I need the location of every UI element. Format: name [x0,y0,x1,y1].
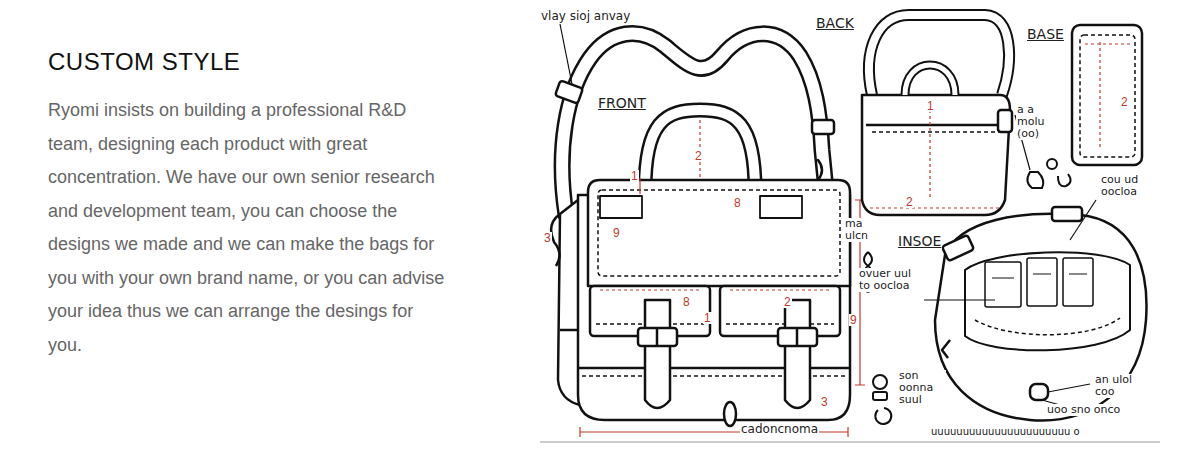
front-bag [657,328,797,346]
front-bag [645,110,755,190]
hardware-icon [1027,172,1043,188]
front-bag [560,329,578,332]
leader-line [1070,200,1096,240]
callout-number: 8 [682,296,691,308]
part-label: cadoncnoma [740,423,819,436]
inside-view [965,252,1130,350]
callout-number: 2 [694,150,703,162]
callout-number: 2 [1120,96,1129,108]
callout-number: 9 [849,314,858,326]
leader-line [924,299,995,300]
bag-base [1072,25,1142,165]
back-bag [862,95,1010,215]
inside-view [992,274,1087,278]
back-bag [905,65,955,95]
hardware-icon [875,408,891,424]
back-bag [998,110,1012,132]
front-bag [551,214,560,266]
callout-number: 1 [630,170,639,182]
callout-number: 8 [733,197,742,209]
part-label: an ulol coo [1094,374,1152,398]
part-label: uoo sno onco [1046,404,1121,416]
leader-line [560,24,572,84]
front-bag [588,180,850,286]
part-label: BASE [1026,27,1065,42]
callout-number: 1 [926,100,935,112]
back-bag [872,131,1000,132]
part-label: ovuer uul to oocloa [858,268,924,292]
dimension-line [870,104,1000,208]
hardware-icon [873,392,887,400]
leader-line [560,24,1096,426]
hardware-icon [873,375,887,389]
shoulder-strap [812,120,834,134]
front-bag [598,190,840,276]
part-label: BACK [815,16,855,31]
dimension-line [870,207,1000,208]
dimension-line [639,178,640,194]
dimension-line [929,104,930,200]
front-bag [645,110,755,190]
baseline [540,442,1160,443]
front-bag [645,300,670,408]
inside-view [1063,258,1093,306]
section-title: CUSTOM STYLE [48,48,240,76]
baseline [540,442,1160,443]
hardware-icon [1058,174,1071,186]
leader-line [732,420,736,426]
part-label: cou ud oocloa [1100,174,1164,198]
inside-view [942,340,950,358]
callout-number: 3 [820,396,829,408]
back-bag [869,15,1009,95]
dimension-line [580,120,865,437]
part-label: INSOE [897,234,942,249]
front-bag [760,196,802,218]
inside-view [1052,207,1082,221]
front-bag [551,110,850,426]
bag-base [1080,35,1135,157]
part-label: ma ulcn [844,218,882,242]
front-bag [724,402,736,426]
front-bag [600,196,642,218]
dimension-line [699,120,700,178]
callout-number: 2 [783,296,792,308]
dimension-line [730,289,830,290]
callout-number: 9 [612,227,621,239]
back-bag [905,65,955,95]
bag-base [1085,42,1130,150]
part-label: vlay sioj anvay [540,10,631,23]
leader-line [1048,384,1090,392]
back-bag [862,15,1012,215]
inside-view [1030,384,1048,400]
front-bag [785,300,810,408]
bag-base [1072,25,1142,165]
callout-number: 3 [543,232,552,244]
inside-view [942,235,974,261]
part-label: son oonna suul [898,370,946,406]
callout-number: 2 [905,196,914,208]
body-text: Ryomi insists on building a professional… [48,94,448,362]
dimension-line [600,289,700,290]
back-bag [866,124,1006,127]
part-label: a a molu (oo) [1016,104,1058,140]
inside-view [1027,258,1057,306]
shoulder-strap [555,80,583,103]
hardware-icon [1047,159,1057,169]
callout-number: 1 [703,312,712,324]
front-bag [558,200,580,405]
part-label: uuuuuuuuuuuuuuuuuuuuuu o [930,426,1081,437]
part-label: FRONT [597,96,647,111]
back-bag [869,15,1009,95]
inside-view [975,318,1120,335]
